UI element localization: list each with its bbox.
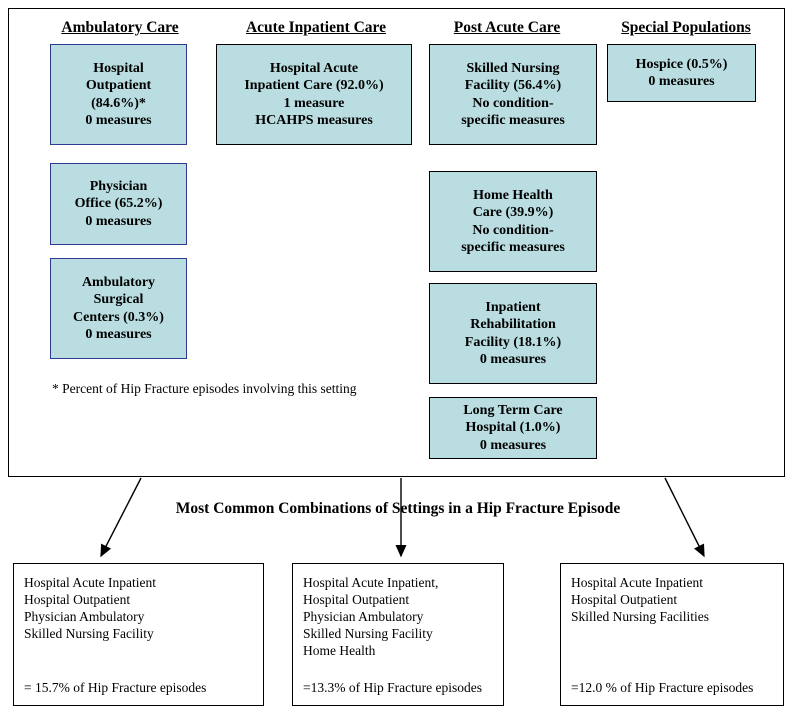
combination-percent-2: =13.3% of Hip Fracture episodes [303,680,482,695]
setting-line: Centers (0.3%) [73,309,164,325]
combination-setting: Skilled Nursing Facility [303,626,433,641]
setting-box-physician-office[interactable]: Physician Office (65.2%) 0 measures [50,163,187,245]
setting-box-long-term-care-hospital[interactable]: Long Term Care Hospital (1.0%) 0 measure… [429,397,597,459]
combination-setting: Hospital Outpatient [303,592,410,607]
setting-box-home-health-care[interactable]: Home Health Care (39.9%) No condition- s… [429,171,597,272]
combination-setting: Hospital Outpatient [571,592,678,607]
combination-setting: Skilled Nursing Facilities [571,609,709,624]
setting-line: Facility (56.4%) [464,78,562,93]
combination-setting: Physician Ambulatory [303,609,424,624]
setting-line: Inpatient Care (92.0%) [244,78,384,93]
combination-setting: Hospital Acute Inpatient, [303,575,439,590]
setting-box-skilled-nursing-facility[interactable]: Skilled Nursing Facility (56.4%) No cond… [429,44,597,145]
setting-line: 0 measures [85,327,152,342]
setting-line: 0 measures [479,352,547,367]
combination-box-1[interactable]: Hospital Acute Inpatient Hospital Outpat… [13,563,264,706]
combination-percent-3: =12.0 % of Hip Fracture episodes [571,680,754,695]
setting-line: Office (65.2%) [74,196,163,212]
combination-setting: Home Health [303,643,376,658]
column-header-acute-inpatient-care: Acute Inpatient Care [245,19,387,36]
setting-line: Care (39.9%) [472,205,554,220]
setting-line: Outpatient [85,78,152,93]
combination-percent-1: = 15.7% of Hip Fracture episodes [24,680,207,695]
column-header-ambulatory-care: Ambulatory Care [61,19,179,36]
setting-line: Facility (18.1%) [464,334,562,350]
section-title-most-common-combinations: Most Common Combinations of Settings in … [175,500,621,517]
setting-line: No condition- [472,222,554,238]
combination-box-2[interactable]: Hospital Acute Inpatient, Hospital Outpa… [292,563,504,706]
setting-line: Hospice (0.5%) [635,56,728,72]
setting-line: Surgical [93,292,144,307]
setting-line: Inpatient [485,299,541,315]
setting-box-inpatient-rehabilitation-facility[interactable]: Inpatient Rehabilitation Facility (18.1%… [429,283,597,384]
setting-line: 0 measures [479,437,547,453]
setting-line: Ambulatory [81,274,156,290]
setting-line: 1 measure [283,95,345,111]
setting-box-hospice[interactable]: Hospice (0.5%) 0 measures [607,44,756,102]
footnote-percent-explanation: * Percent of Hip Fracture episodes invol… [52,381,357,396]
combination-setting: Hospital Acute Inpatient [24,575,156,590]
setting-line: 0 measures [648,74,715,89]
setting-line: Skilled Nursing [466,60,560,76]
setting-line: 0 measures [85,113,152,128]
combination-setting: Hospital Outpatient [24,592,131,607]
column-header-post-acute-care: Post Acute Care [453,19,561,36]
column-header-special-populations: Special Populations [621,19,751,36]
setting-line: (84.6%)* [91,95,146,111]
setting-line: Hospital (1.0%) [465,420,561,436]
setting-line: HCAHPS measures [255,113,373,128]
setting-line: Physician [89,178,148,194]
setting-line: specific measures [461,113,565,128]
setting-line: Long Term Care [463,402,563,418]
combination-setting: Skilled Nursing Facility [24,626,154,641]
setting-line: Hospital [93,60,144,76]
setting-box-ambulatory-surgical-centers[interactable]: Ambulatory Surgical Centers (0.3%) 0 mea… [50,258,187,359]
setting-box-hospital-outpatient[interactable]: Hospital Outpatient (84.6%)* 0 measures [50,44,187,145]
combination-setting: Physician Ambulatory [24,609,145,624]
setting-box-hospital-acute-inpatient-care[interactable]: Hospital Acute Inpatient Care (92.0%) 1 … [216,44,412,145]
setting-line: Home Health [473,187,553,203]
setting-line: specific measures [461,240,565,255]
setting-line: Hospital Acute [269,60,359,76]
combination-setting: Hospital Acute Inpatient [571,575,703,590]
setting-line: Rehabilitation [470,317,556,332]
setting-line: No condition- [472,95,554,111]
combination-box-3[interactable]: Hospital Acute Inpatient Hospital Outpat… [560,563,784,706]
setting-line: 0 measures [85,213,152,229]
